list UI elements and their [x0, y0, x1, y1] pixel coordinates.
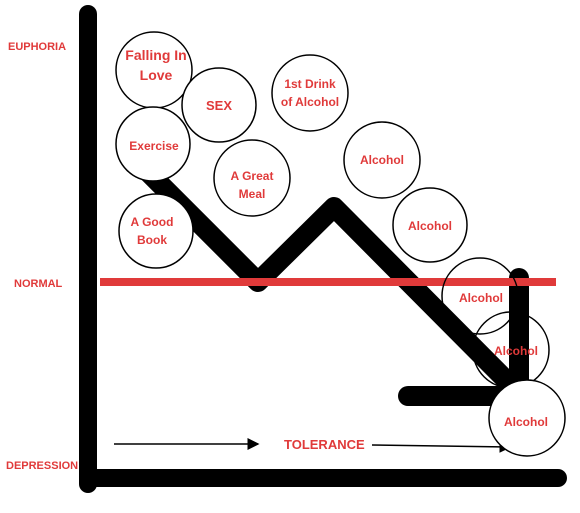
bubble-line: Falling In	[125, 47, 186, 63]
svg-text:Alcohol: Alcohol	[504, 415, 548, 429]
svg-text:Alcohol: Alcohol	[494, 344, 538, 358]
bubble-line: A Good	[131, 215, 174, 229]
svg-text:SEX: SEX	[206, 98, 232, 113]
bubble-line: of Alcohol	[281, 95, 339, 109]
bubble-line: Love	[140, 67, 173, 83]
bubble-line: Alcohol	[494, 344, 538, 358]
bubble-alcohol-2: Alcohol	[392, 187, 468, 263]
bubble-falling-in-love: Falling In Love	[115, 31, 193, 109]
bubble-line: A Great	[231, 169, 274, 183]
bubble-line: Alcohol	[360, 153, 404, 167]
bubble-alcohol-3: Alcohol	[441, 257, 519, 335]
bubble-sex: SEX	[181, 67, 257, 143]
bubble-alcohol-1: Alcohol	[343, 121, 421, 199]
bubble-line: Exercise	[129, 139, 179, 153]
tolerance-label: TOLERANCE	[284, 437, 365, 452]
trend-line	[136, 160, 516, 390]
svg-text:Alcohol: Alcohol	[459, 291, 503, 305]
normal-label: NORMAL	[14, 278, 63, 290]
bubble-exercise: Exercise	[115, 106, 191, 182]
bubble-line: Alcohol	[408, 219, 452, 233]
bubble-line: Book	[137, 233, 167, 247]
svg-text:Alcohol: Alcohol	[360, 153, 404, 167]
bubble-line: Meal	[239, 187, 266, 201]
euphoria-label: EUPHORIA	[8, 41, 66, 53]
svg-text:Alcohol: Alcohol	[408, 219, 452, 233]
svg-text:Exercise: Exercise	[129, 139, 179, 153]
bubble-line: 1st Drink	[284, 77, 336, 91]
bubble-alcohol-5: Alcohol	[488, 379, 566, 457]
bubble-first-drink: 1st Drink of Alcohol	[271, 54, 349, 132]
bubble-line: SEX	[206, 98, 232, 113]
bubble-line: Alcohol	[459, 291, 503, 305]
bubble-line: Alcohol	[504, 415, 548, 429]
tolerance-arrow-right	[371, 440, 512, 453]
depression-label: DEPRESSION	[6, 460, 78, 472]
